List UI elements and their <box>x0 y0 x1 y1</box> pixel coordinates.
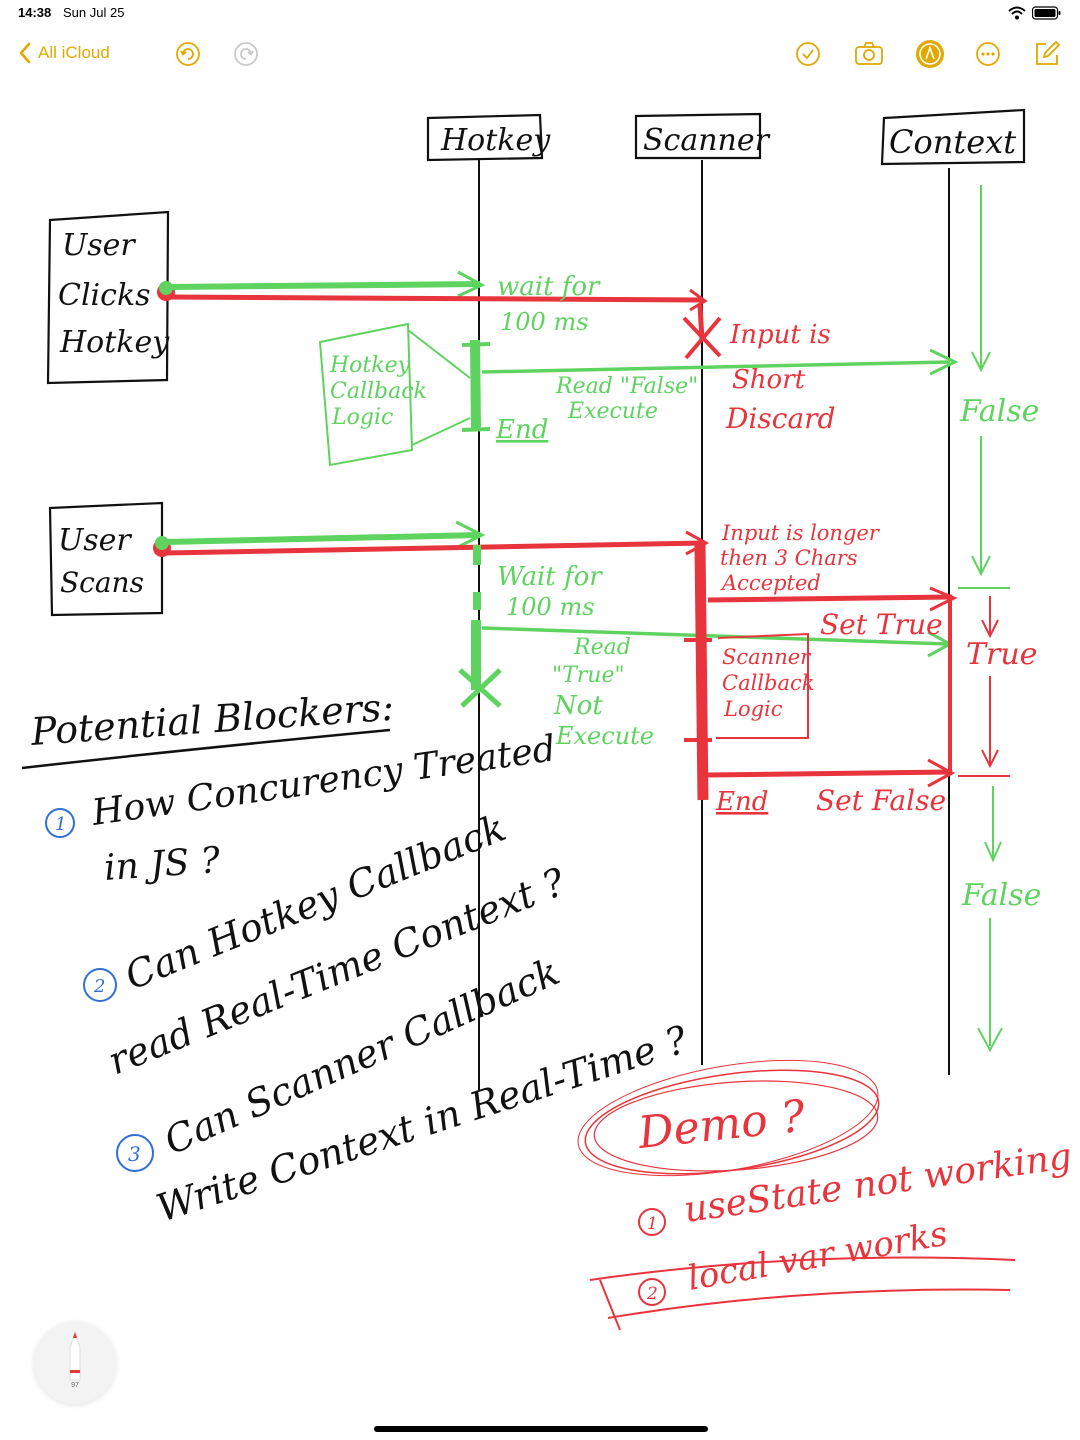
blockers-heading: Potential Blockers: <box>29 685 396 754</box>
wait-1-line1: wait for <box>497 272 601 302</box>
undo-icon <box>176 42 200 66</box>
pencil-icon <box>69 1330 81 1381</box>
compose-button[interactable] <box>1030 37 1064 71</box>
hotkey-callback-note: Hotkey Callback Logic <box>318 322 471 467</box>
hotkey-callback-line2: Callback <box>330 379 427 404</box>
markup-button[interactable] <box>913 37 947 71</box>
actor1-line1: User <box>62 228 136 263</box>
status-date: Sun Jul 25 <box>63 5 125 20</box>
input-longer-line3: Accepted <box>720 571 821 595</box>
lane-hotkey-label: Hotkey <box>440 123 551 158</box>
compose-icon <box>1036 40 1061 65</box>
input-longer-line1: Input is longer <box>721 521 881 545</box>
input-longer-line2: then 3 Chars <box>720 546 858 570</box>
wait-1-line2: 100 ms <box>500 308 589 336</box>
input-short-line3: Discard <box>725 402 835 435</box>
more-button[interactable] <box>971 37 1005 71</box>
chevron-left-icon <box>19 42 31 64</box>
end-1-label: End <box>495 415 548 445</box>
demo-section: Demo ? 1 useState not working 2 local va… <box>577 1059 1075 1331</box>
back-button[interactable]: All iCloud <box>18 40 110 66</box>
context-false-2: False <box>961 878 1041 913</box>
scenario1-arrows <box>157 270 959 432</box>
actor-user-clicks-hotkey: User Clicks Hotkey <box>46 210 170 385</box>
markup-pen-icon <box>916 40 944 68</box>
checklist-button[interactable] <box>791 37 825 71</box>
lane-scanner-label: Scanner <box>643 123 771 158</box>
context-true: True <box>966 637 1037 672</box>
read-false-line1: Read "False" <box>555 374 698 399</box>
demo2-num: 2 <box>646 1284 658 1304</box>
demo-title: Demo ? <box>635 1091 808 1159</box>
actor-user-scans: User Scans <box>48 501 164 617</box>
redo-button[interactable] <box>229 37 263 71</box>
read-false-line2: Execute <box>567 399 658 424</box>
read-true-line3: Not <box>553 691 603 721</box>
notes-toolbar: All iCloud <box>0 30 1080 80</box>
read-true-line1: Read <box>573 635 631 660</box>
set-true-label: Set True <box>820 608 943 641</box>
camera-icon <box>855 42 883 65</box>
wait-2-line2: 100 ms <box>506 593 595 621</box>
undo-button[interactable] <box>171 37 205 71</box>
actor1-line3: Hotkey <box>59 325 170 360</box>
blocker1-line2: in JS ? <box>103 840 222 889</box>
set-false-label: Set False <box>816 784 946 817</box>
scanner-callback-line1: Scanner <box>722 645 812 669</box>
camera-button[interactable] <box>852 37 886 71</box>
wait-2-line1: Wait for <box>497 562 603 592</box>
status-bar: 14:38 Sun Jul 25 <box>0 0 1080 28</box>
context-false-1: False <box>959 394 1039 429</box>
redo-icon <box>234 42 258 66</box>
more-icon <box>976 42 1000 66</box>
pencil-tool-button[interactable]: 97 <box>34 1322 116 1404</box>
context-state-line <box>958 185 1010 1053</box>
pencil-level: 97 <box>71 1382 79 1389</box>
scanner-callback-line2: Callback <box>722 671 814 695</box>
lane-scanner-header: Scanner <box>634 112 771 160</box>
potential-blockers: Potential Blockers: 1 How Concurency Tre… <box>21 685 693 1231</box>
actor2-line1: User <box>58 523 132 558</box>
checklist-icon <box>796 42 820 66</box>
blocker1-num: 1 <box>55 814 66 835</box>
lane-hotkey-header: Hotkey <box>426 113 551 162</box>
scanner-callback-line3: Logic <box>723 697 783 721</box>
input-short-line2: Short <box>732 365 806 395</box>
read-true-line4: Execute <box>555 722 654 750</box>
lane-context-header: Context <box>880 108 1026 166</box>
scenario2-arrows <box>153 520 958 801</box>
status-indicators <box>1006 4 1066 22</box>
back-label: All iCloud <box>38 43 110 62</box>
input-short-line1: Input is <box>729 320 831 350</box>
lane-context-label: Context <box>889 123 1016 161</box>
home-indicator[interactable] <box>374 1426 708 1432</box>
status-time: 14:38 <box>18 5 52 20</box>
demo2-text: local var works <box>685 1214 951 1299</box>
read-true-line2: "True" <box>552 663 625 688</box>
demo1-num: 1 <box>647 1214 658 1234</box>
actor1-line2: Clicks <box>58 278 151 313</box>
battery-icon <box>1032 6 1061 20</box>
hotkey-callback-line1: Hotkey <box>329 353 411 378</box>
blocker3-num: 3 <box>128 1142 141 1166</box>
demo1-text: useState not working <box>682 1136 1075 1231</box>
hotkey-callback-line3: Logic <box>331 405 393 430</box>
wifi-icon <box>1008 6 1026 20</box>
blocker2-num: 2 <box>93 976 105 997</box>
end-2-label: End <box>715 787 768 817</box>
actor2-line2: Scans <box>60 566 144 599</box>
